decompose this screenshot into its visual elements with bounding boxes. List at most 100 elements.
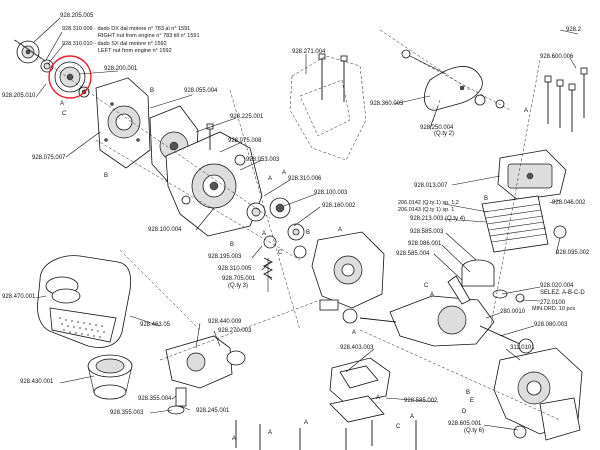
ref-letter: B [104,173,109,179]
part-label: 928.470.001 [2,294,36,300]
ref-letter: A [410,414,415,420]
part-label: 928.035.002 [556,250,590,256]
ref-letter: A [60,101,65,107]
part-label: 928.225.001 [230,114,264,120]
part-label: 928.075.008 [228,138,262,144]
part-label: 928.605.001 [448,421,482,427]
bolts-top [544,67,588,132]
intake-rubber [87,354,133,400]
part-label: 928.013.007 [414,183,448,189]
part-label: 928.310.005 [218,266,252,272]
part-label: 928.195.003 [208,254,242,260]
part-label: 928.100.004 [148,227,182,233]
part-note: LEFT nut from engine n° 1592 [98,48,172,54]
ref-letter: A [232,436,237,442]
part-label: 928.600.006 [540,54,574,60]
part-label: 928.355.004 [138,396,172,402]
ref-letter: A [352,330,357,336]
crankcase-right [493,347,583,441]
highlight-circle [48,55,92,99]
part-label: 928.310.006 [288,176,322,182]
part-label: 928.585.003 [410,229,444,235]
part-label: 272.0100 [540,300,566,306]
part-label: 928.250.004 [420,125,454,131]
part-label: 928.440.009 [208,319,242,325]
part-label: (Q.ty 3) [228,283,249,289]
ref-letter: C [62,111,67,117]
part-label: 928.100.003 [314,190,348,196]
crankcase-left [165,131,263,237]
ref-letter: B [466,390,471,396]
part-label: 928.213.003 (Q.ty 4) [410,216,466,222]
part-label: (Q.ty 2) [434,131,455,137]
part-label: 928.585.002 [404,398,438,404]
exhaust-pipe [401,49,505,111]
crankcase-center [311,231,385,311]
ref-letter: A [282,170,287,176]
part-label: 928.355.003 [110,410,144,416]
part-note: 206.0143 (Q.ty 1) sp. 1 [398,207,455,213]
part-label: 928.463.05 [140,322,171,328]
studs-bottom [235,420,417,450]
leader-lines [33,17,579,431]
part-label: 928.2 [566,27,582,33]
part-label: 928.585.004 [396,251,430,257]
bolts-center [206,53,348,150]
part-label: 928.430.001 [20,379,54,385]
part-label: 928.020.004 [540,283,574,289]
ref-letter: A [304,420,309,426]
ref-letter: A [376,395,381,401]
part-label: 928.086.001 [408,241,442,247]
ref-letter: D [462,409,467,415]
ref-letter: A [338,227,343,233]
part-note: 928.310.009 - dado DX dal motore n° 783 … [62,26,191,32]
assembly-axes [13,29,561,421]
part-label: 928.205.005 [60,13,94,19]
part-label: 928.270.003 [218,328,252,334]
cylinder [481,195,567,253]
clutch-cover [95,77,151,169]
ref-letter: E [470,398,475,404]
part-note: RIGHT nut from engine n° 783 till n° 159… [98,33,200,39]
part-label: 928.080.003 [534,322,568,328]
part-note: MIN.ORD. 10 pcs [532,306,576,312]
ref-letter: A [262,231,267,237]
ref-letter: C [396,424,401,430]
part-label: 928.360.003 [370,101,404,107]
part-label: 928.271.004 [292,49,326,55]
part-label: 928.075.007 [32,155,66,161]
part-label: 311.0101 [510,345,535,351]
part-label: (Q.ty 6) [464,428,485,434]
part-label: 928.160.002 [322,203,356,209]
bearing-parts [246,197,307,292]
part-note: 928.310.010 - dado SX dal motore n° 1592 [62,41,167,47]
part-label: 928.705.001 [222,276,256,282]
part-label: 928.053.003 [246,157,280,163]
piston [461,259,525,303]
ref-letter: B [230,242,235,248]
part-label: 928.055.004 [184,88,218,94]
carburetor [165,335,246,415]
part-label: 928.403.003 [340,345,374,351]
ref-letter: C [424,283,429,289]
ref-letter: B [306,230,311,236]
cylinder-head [497,149,567,201]
part-label: 928.200.001 [104,66,138,72]
ref-letter: A [268,430,273,436]
part-label: SELEZ. A-B-C-D [540,290,585,296]
part-label: 928.046.002 [552,200,586,206]
crankshaft [342,275,534,354]
ref-letter: A [430,292,435,298]
ref-letter: B [150,88,155,94]
flywheel-part [54,61,86,93]
ref-letter: C [278,250,283,256]
reed-valve [329,357,391,423]
pulley-assembly [14,39,90,98]
part-label: 928.205.010 [2,93,36,99]
ref-letter: B [484,196,489,202]
part-note: 206.0142 (Q.ty 1) sp. 1,2 [398,200,459,206]
ref-letter: A [524,108,529,114]
part-label: 928.245.001 [196,408,230,414]
